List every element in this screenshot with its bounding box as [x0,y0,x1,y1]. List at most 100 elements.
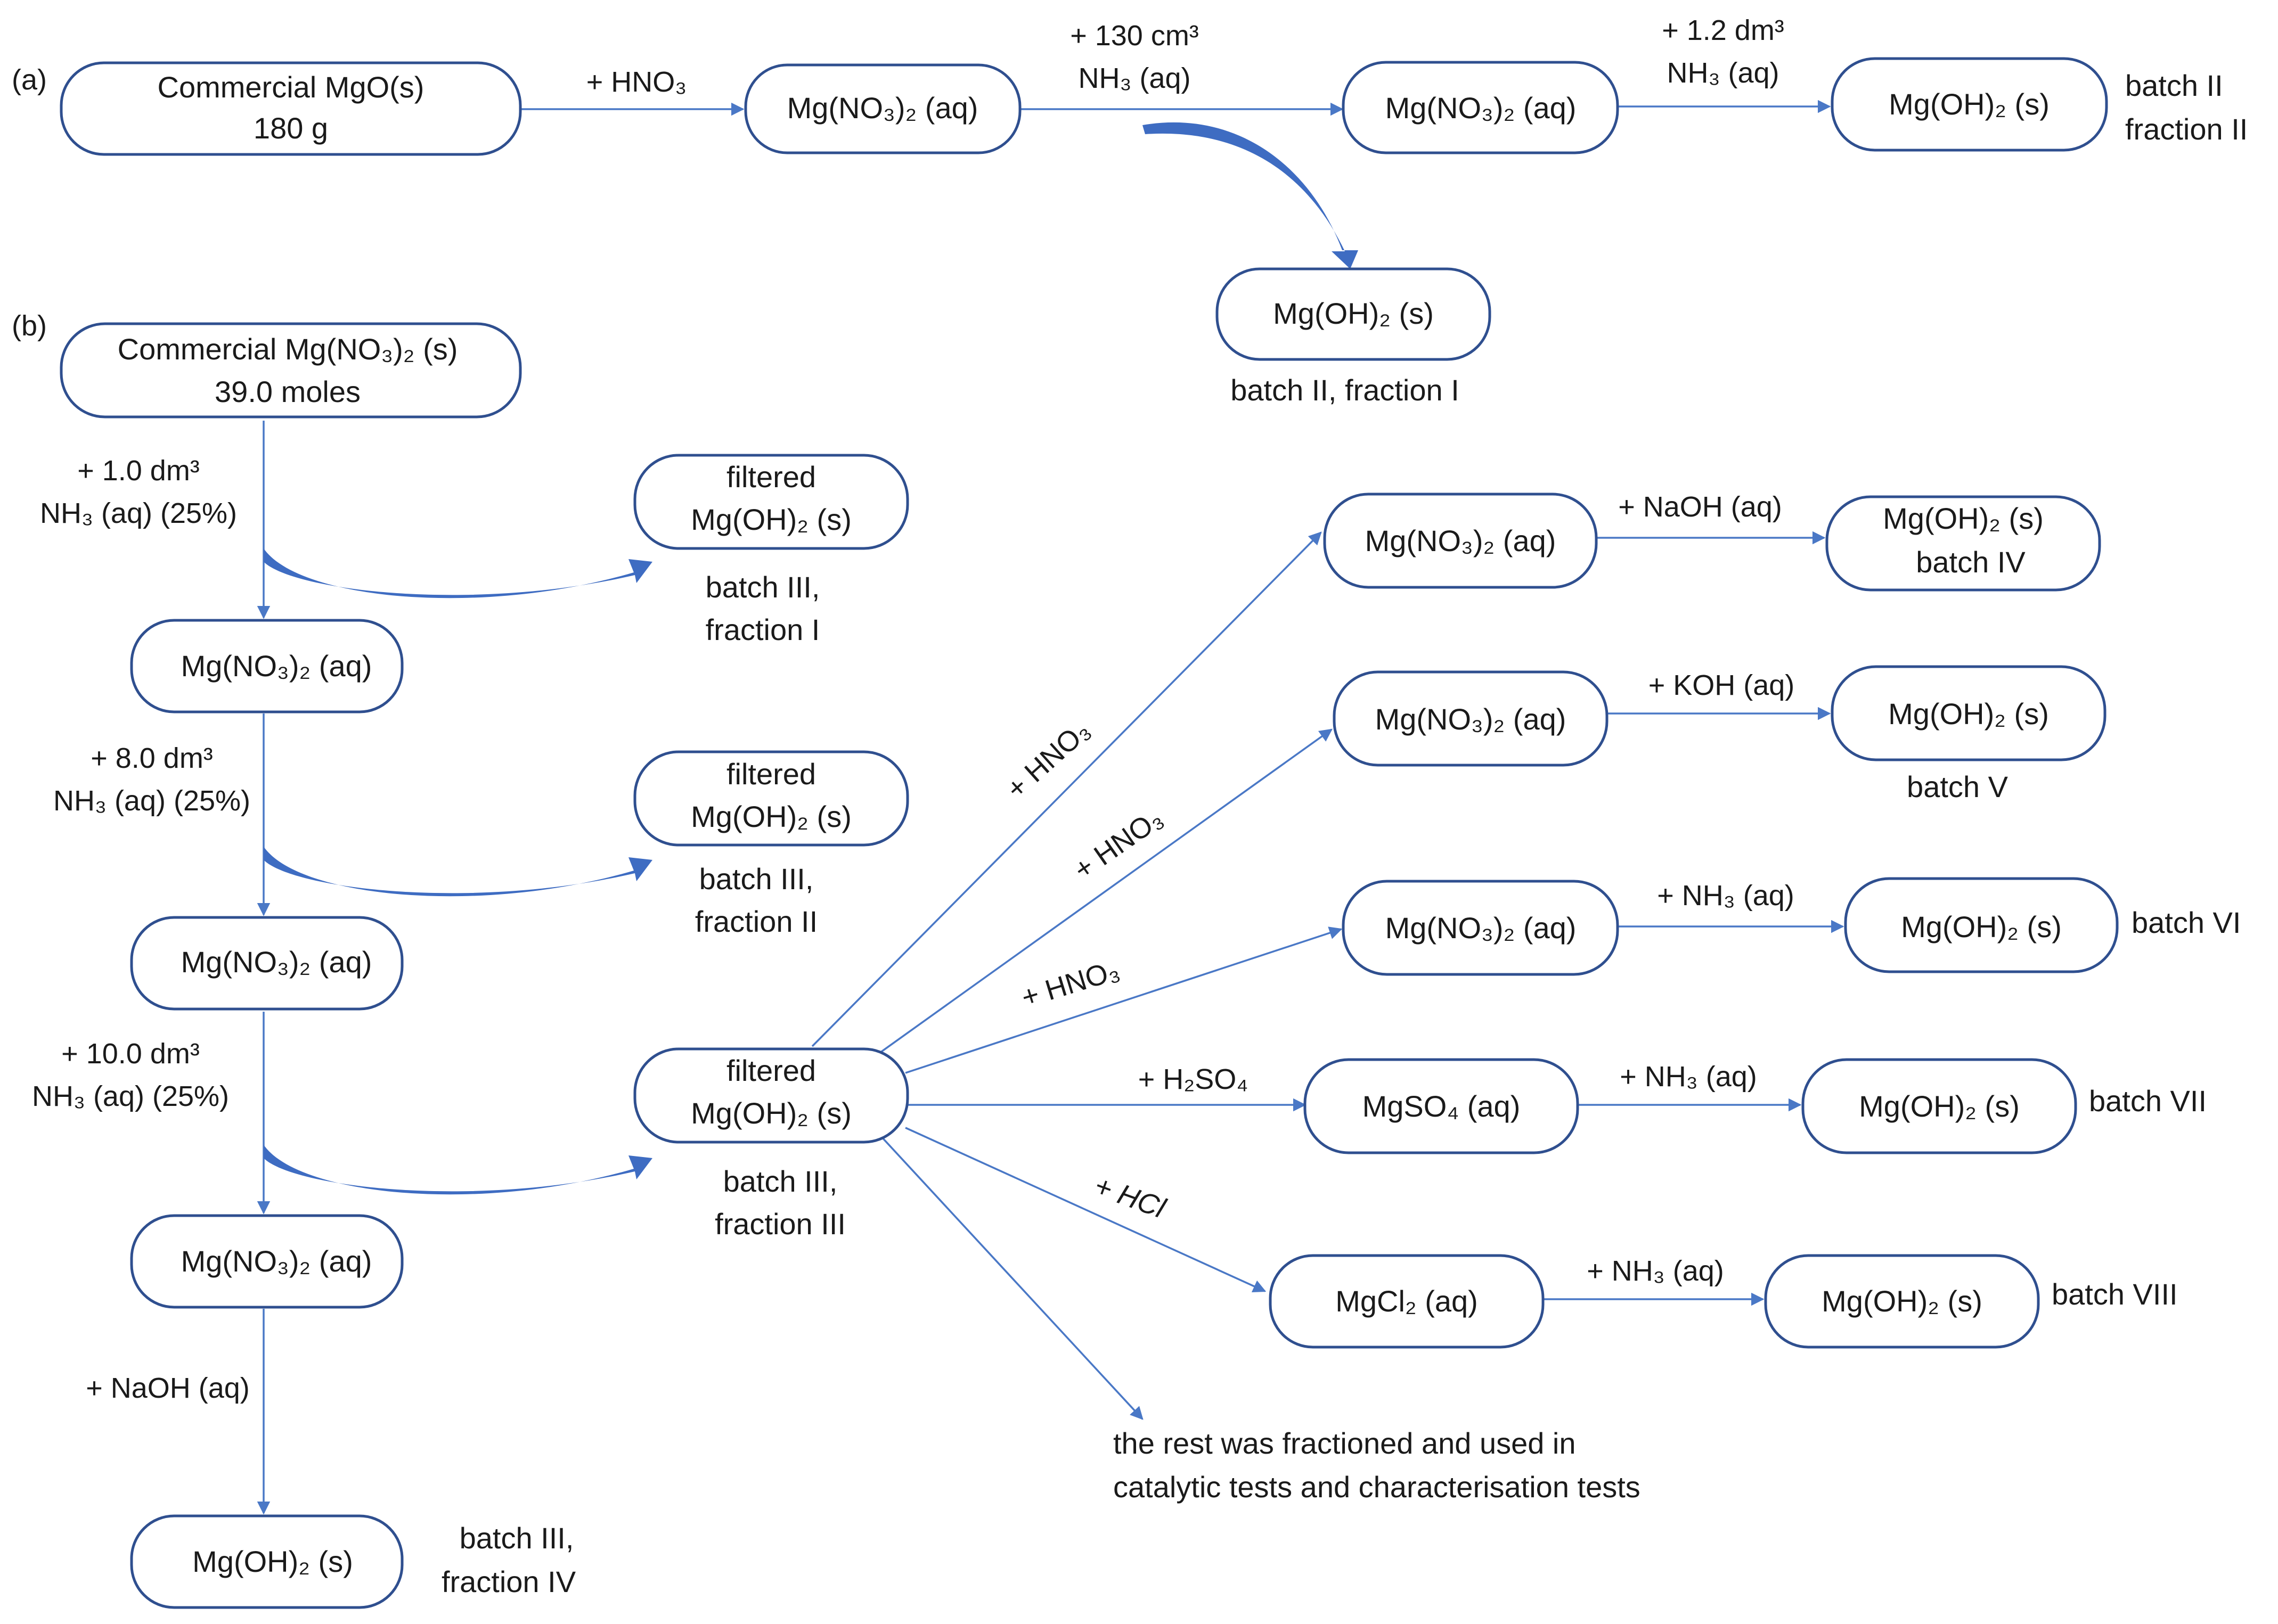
arrow-filtered-to-nitrate-iv [811,531,1322,1047]
box-nitrate-vi [1342,880,1619,976]
box-sulfate [1303,1058,1579,1154]
box-commercial-mgo [60,61,522,156]
label-b-batch-vi: batch VI [2132,906,2241,939]
box-a-nitrate2 [1342,61,1619,154]
node-hydroxide-v: Mg(OH)₂ (s) [1888,697,2049,731]
panel-label-b: (b) [12,310,47,342]
node-filtered2-l1: filtered [726,757,816,791]
box-hydroxide-vi [1844,877,2119,973]
box-filtered2 [633,750,909,847]
node-a-hydroxide-f1: Mg(OH)₂ (s) [1273,297,1434,330]
label-b-f1-l2: fraction I [706,613,820,646]
reagent-b-nh3-vii: + NH₃ (aq) [1620,1061,1757,1093]
node-hydroxide-iv-l2: batch IV [1916,545,2026,579]
node-commercial-nitrate-l2: 39.0 moles [215,375,361,408]
reagent-a-nh3-130-l2: NH₃ (aq) [1078,62,1190,94]
box-commercial-nitrate [60,322,522,419]
node-b-nitrate3: Mg(NO₃)₂ (aq) [181,1244,372,1278]
curl-arrow-b1 [264,548,652,598]
reagent-a-hno3: + HNO₃ [586,66,687,98]
label-b-f2-l2: fraction II [695,905,818,938]
boxes [60,57,2119,1609]
reagent-b-nh3-vi: + NH₃ (aq) [1657,880,1794,912]
curl-arrow-b2 [264,847,652,897]
box-a-hydroxide-f1 [1215,267,1491,361]
node-commercial-nitrate-l1: Commercial Mg(NO₃)₂ (s) [118,332,458,366]
arrow-filtered-to-rest [880,1136,1144,1420]
arrow-filtered-to-chloride [905,1127,1267,1293]
box-b-nitrate2 [130,916,404,1011]
curl-arrow-b3 [264,1145,652,1195]
node-nitrate-v: Mg(NO₃)₂ (aq) [1375,702,1566,736]
box-nitrate-v [1333,670,1609,767]
box-filtered3 [633,1047,909,1144]
node-filtered1-l1: filtered [726,460,816,494]
reagent-b-nh3-1-l2: NH₃ (aq) (25%) [40,497,237,529]
label-b-f3-l1: batch III, [723,1164,838,1198]
node-hydroxide-vi: Mg(OH)₂ (s) [1901,910,2062,944]
reagent-a-nh3-12-l2: NH₃ (aq) [1667,57,1779,89]
box-hydroxide-viii [1764,1254,2040,1349]
label-b-f2-l1: batch III, [699,862,814,896]
node-commercial-mgo-l1: Commercial MgO(s) [158,70,424,104]
node-a-hydroxide-f2: Mg(OH)₂ (s) [1889,87,2050,121]
arrow-filtered-to-nitrate-vi [905,926,1343,1074]
node-nitrate-vi: Mg(NO₃)₂ (aq) [1385,911,1577,945]
node-a-nitrate1: Mg(NO₃)₂ (aq) [787,91,978,125]
label-a-fraction2: fraction II [2125,112,2248,146]
label-b-batch-viii: batch VIII [2052,1277,2178,1311]
curl-arrow-a [1142,122,1358,269]
node-b-nitrate2: Mg(NO₃)₂ (aq) [181,945,372,979]
box-hydroxide-iv [1825,495,2101,592]
reagent-b-nh3-8-l2: NH₃ (aq) (25%) [53,785,250,817]
reagent-a-nh3-130-l1: + 130 cm³ [1070,20,1199,52]
reagent-b-naoh-down: + NaOH (aq) [86,1372,250,1404]
reagent-b-nh3-viii: + NH₃ (aq) [1587,1255,1724,1287]
node-sulfate: MgSO₄ (aq) [1362,1089,1521,1123]
node-hydroxide-vii: Mg(OH)₂ (s) [1859,1089,2020,1123]
reagent-b-nh3-8-l1: + 8.0 dm³ [91,742,213,774]
reagent-b-nh3-10-l2: NH₃ (aq) (25%) [32,1080,229,1112]
arrow-filtered-to-nitrate-v [862,728,1333,1066]
box-b-nitrate3 [130,1214,404,1309]
box-a-hydroxide-f2 [1831,57,2108,152]
label-b-rest-l2: catalytic tests and characterisation tes… [1113,1470,1640,1504]
box-filtered1 [633,454,909,550]
label-b-f4-l2: fraction IV [442,1565,576,1598]
label-a-batch2: batch II [2125,69,2223,102]
box-chloride [1269,1254,1545,1349]
reagent-b-naoh-iv: + NaOH (aq) [1618,491,1782,523]
label-b-batch-vii: batch VII [2089,1084,2207,1118]
node-chloride: MgCl₂ (aq) [1335,1284,1478,1318]
node-hydroxide-viii: Mg(OH)₂ (s) [1822,1284,1982,1318]
node-filtered1-l2: Mg(OH)₂ (s) [691,503,852,536]
node-filtered2-l2: Mg(OH)₂ (s) [691,800,852,833]
arrows [257,100,1844,1515]
box-nitrate-iv [1323,493,1598,589]
reagent-b-nh3-1-l1: + 1.0 dm³ [77,455,200,487]
node-b-nitrate1: Mg(NO₃)₂ (aq) [181,649,372,683]
label-b-f1-l1: batch III, [706,570,820,604]
label-b-f4-l1: batch III, [460,1521,574,1555]
box-a-nitrate1 [744,63,1022,154]
curved-arrows [264,122,1358,1195]
label-a-batch2-fraction1: batch II, fraction I [1230,373,1459,407]
node-commercial-mgo-l2: 180 g [254,111,328,145]
reagent-b-hno3-iv: + HNO₃ [1000,714,1096,805]
node-filtered3-l1: filtered [726,1054,816,1087]
node-a-nitrate2: Mg(NO₃)₂ (aq) [1385,91,1577,125]
box-b-hydroxide-f4 [130,1514,404,1609]
reagent-b-koh-v: + KOH (aq) [1648,669,1795,701]
panel-label-a: (a) [12,64,47,96]
reagent-b-hno3-vi: + HNO₃ [1018,954,1123,1014]
node-filtered3-l2: Mg(OH)₂ (s) [691,1096,852,1130]
label-b-f3-l2: fraction III [715,1207,846,1241]
node-b-hydroxide-f4: Mg(OH)₂ (s) [192,1545,353,1578]
node-hydroxide-iv-l1: Mg(OH)₂ (s) [1883,502,2044,535]
label-b-batch-v: batch V [1907,770,2008,803]
reagent-a-nh3-12-l1: + 1.2 dm³ [1662,14,1784,46]
box-b-nitrate1 [130,619,404,713]
reagent-b-nh3-10-l1: + 10.0 dm³ [61,1038,200,1070]
node-nitrate-iv: Mg(NO₃)₂ (aq) [1365,524,1556,557]
